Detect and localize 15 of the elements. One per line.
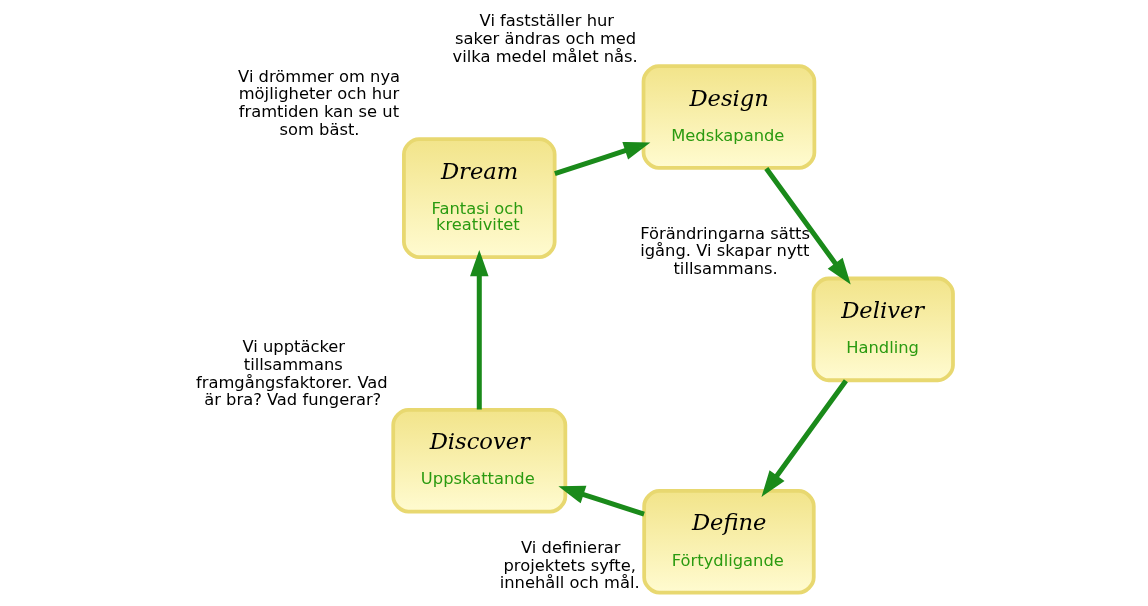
arrow — [761, 379, 848, 497]
arrow — [763, 166, 851, 285]
node-label: Vi drömmer om nya möjligheter och hur framtiden kan se ut som bäst. — [237, 66, 400, 139]
arrow — [553, 141, 650, 176]
arrow — [557, 485, 645, 517]
node-box: Deliver Handling — [811, 276, 955, 383]
node-box: Dream Fantasi och kreativitet — [401, 137, 557, 260]
node-box: Define Förtydligande — [641, 489, 816, 595]
node-label: Vi upptäcker tillsammans framgångsfaktorer. Vad är bra? Vad fungerar? — [195, 337, 388, 410]
node-label: Vi fastställer hur saker ändras och med vilka medel målet nås. — [452, 11, 638, 66]
node-box: Discover Uppskattande — [390, 407, 567, 514]
node-label: Förändringarna sätts igång. Vi skapar nytt tillsammans. — [639, 223, 810, 278]
arrow — [469, 249, 489, 410]
node-label: Vi definierar projektets syfte, innehåll och mål. — [499, 537, 640, 593]
node-box: Design Medskapande — [641, 64, 816, 170]
